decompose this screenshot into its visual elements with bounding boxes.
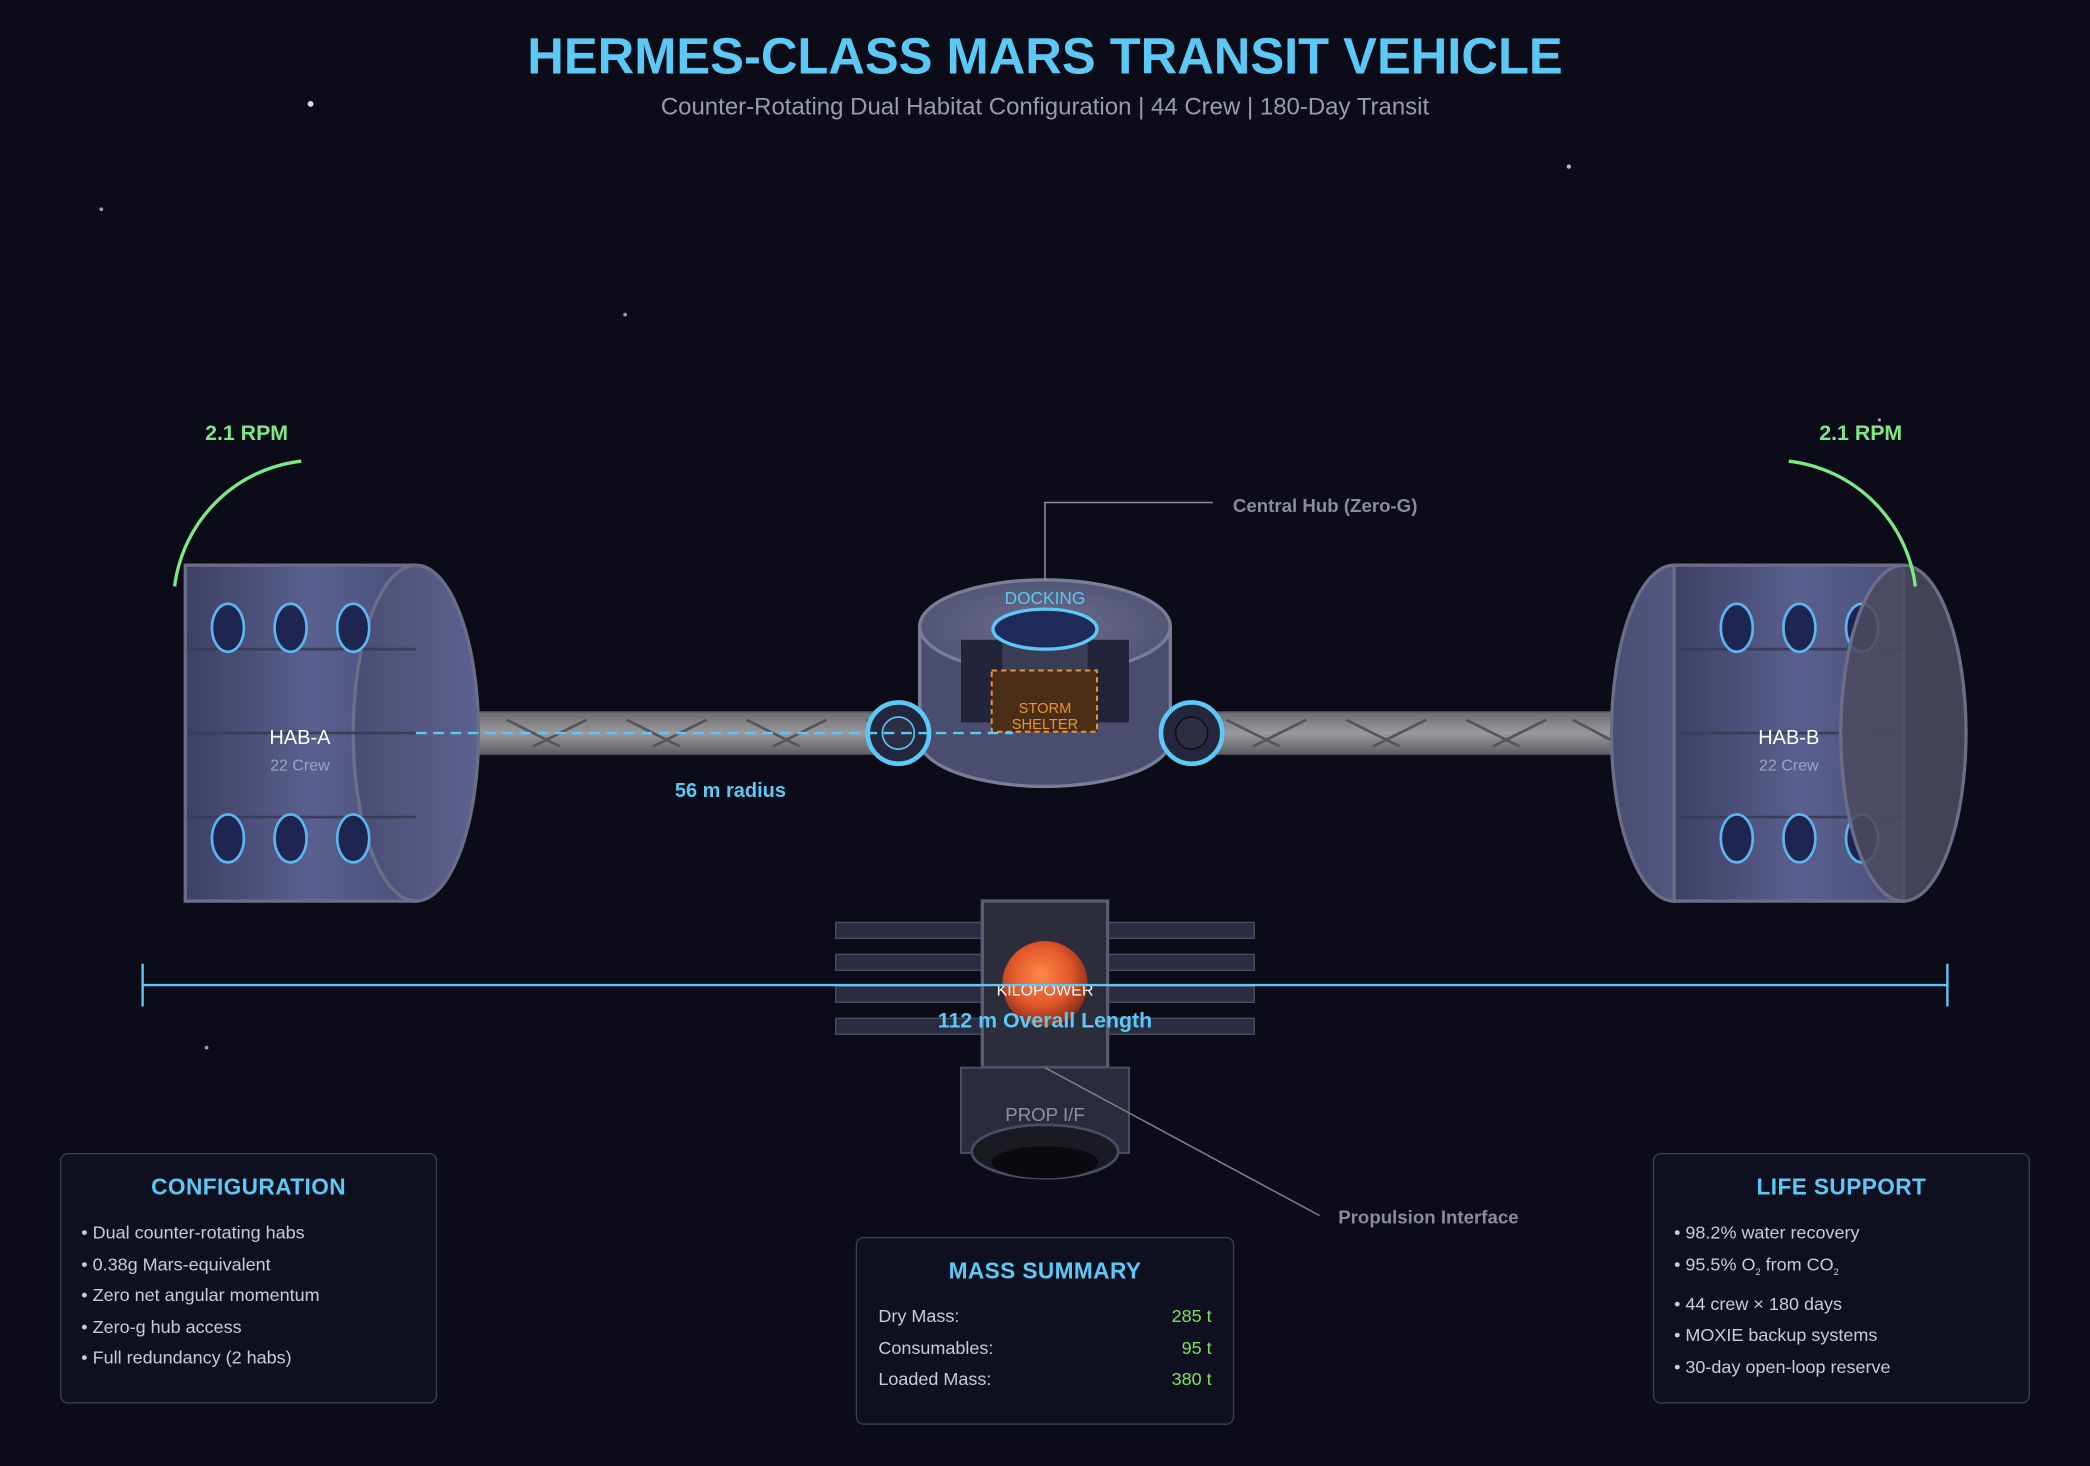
mass-row: Loaded Mass: 380 t bbox=[857, 1364, 1233, 1395]
life-support-item: • 98.2% water recovery bbox=[1674, 1222, 1860, 1243]
mass-row-value: 285 t bbox=[1171, 1306, 1212, 1327]
page-title: HERMES-CLASS MARS TRANSIT VEHICLE bbox=[527, 27, 1562, 84]
configuration-item: • Full redundancy (2 habs) bbox=[81, 1347, 292, 1368]
docking-label: DOCKING bbox=[1005, 588, 1086, 608]
life-support-title: LIFE SUPPORT bbox=[1756, 1174, 1927, 1200]
mass-summary-panel: MASS SUMMARY Dry Mass: 285 t Consumables… bbox=[855, 1236, 1235, 1425]
storm-shelter-label-1: STORM bbox=[1019, 701, 1072, 717]
configuration-panel: CONFIGURATION • Dual counter-rotating ha… bbox=[59, 1152, 438, 1404]
radius-label: 56 m radius bbox=[675, 780, 786, 802]
configuration-item: • Zero net angular momentum bbox=[81, 1284, 320, 1305]
rotation-arc-left bbox=[172, 459, 302, 587]
oxygen-text-1: • 95.5% O bbox=[1674, 1253, 1756, 1274]
rpm-label-left: 2.1 RPM bbox=[205, 421, 288, 445]
mass-row-value: 95 t bbox=[1181, 1337, 1212, 1358]
prop-callout-label: Propulsion Interface bbox=[1338, 1207, 1518, 1228]
mass-row-label: Consumables: bbox=[878, 1337, 994, 1358]
bearing-right bbox=[1158, 700, 1225, 767]
hab-b-crew: 22 Crew bbox=[1759, 757, 1819, 774]
radiator-panels bbox=[835, 921, 1255, 1035]
hab-b-module: HAB-B 22 Crew bbox=[1609, 563, 1968, 903]
mass-row-value: 380 t bbox=[1171, 1368, 1212, 1389]
rpm-label-right: 2.1 RPM bbox=[1819, 421, 1902, 445]
configuration-item: • Dual counter-rotating habs bbox=[81, 1222, 305, 1243]
propulsion-interface: PROP I/F bbox=[960, 1066, 1130, 1180]
life-support-item: • 44 crew × 180 days bbox=[1674, 1293, 1842, 1314]
life-support-list: • 98.2% water recovery • 95.5% O2 from C… bbox=[1654, 1217, 2029, 1383]
truss-right bbox=[1169, 711, 1618, 756]
co2-subscript: 2 bbox=[1833, 1267, 1839, 1278]
reactor-core bbox=[1002, 941, 1088, 1027]
rotation-arc-right bbox=[1788, 459, 1918, 587]
life-support-item-oxygen: • 95.5% O2 from CO2 bbox=[1674, 1248, 2029, 1288]
reactor-label: KILOPOWER bbox=[997, 983, 1094, 1000]
docking-port bbox=[991, 607, 1099, 651]
prop-callout-line bbox=[1044, 1066, 1320, 1217]
length-label: 112 m Overall Length bbox=[938, 1009, 1152, 1033]
life-support-item: • MOXIE backup systems bbox=[1674, 1325, 1878, 1346]
bearing-left bbox=[865, 700, 932, 767]
storm-shelter-label-2: SHELTER bbox=[1012, 717, 1079, 733]
configuration-list: • Dual counter-rotating habs • 0.38g Mar… bbox=[61, 1217, 436, 1374]
life-support-panel: LIFE SUPPORT • 98.2% water recovery • 95… bbox=[1652, 1152, 2031, 1404]
mass-row: Consumables: 95 t bbox=[857, 1332, 1233, 1363]
hub-callout-line bbox=[1044, 501, 1213, 582]
mass-row-label: Dry Mass: bbox=[878, 1306, 960, 1327]
mass-summary-table: Dry Mass: 285 t Consumables: 95 t Loaded… bbox=[857, 1301, 1233, 1395]
configuration-item: • 0.38g Mars-equivalent bbox=[81, 1253, 271, 1274]
hab-a-windows bbox=[210, 602, 371, 864]
star-field bbox=[99, 101, 1881, 1050]
length-dimension bbox=[141, 963, 1949, 1007]
storm-shelter bbox=[990, 669, 1098, 733]
oxygen-subscript: 2 bbox=[1755, 1267, 1761, 1278]
page-subtitle: Counter-Rotating Dual Habitat Configurat… bbox=[661, 94, 1430, 121]
central-hub: DOCKING STORM SHELTER bbox=[918, 578, 1172, 789]
configuration-item: • Zero-g hub access bbox=[81, 1316, 242, 1337]
hab-a-crew: 22 Crew bbox=[270, 757, 330, 774]
oxygen-text-2: from CO bbox=[1760, 1253, 1834, 1274]
hub-callout-label: Central Hub (Zero-G) bbox=[1233, 495, 1418, 516]
hab-a-label: HAB-A bbox=[269, 727, 331, 749]
configuration-title: CONFIGURATION bbox=[151, 1174, 347, 1200]
prop-label: PROP I/F bbox=[1005, 1104, 1084, 1125]
mass-row: Dry Mass: 285 t bbox=[857, 1301, 1233, 1332]
mass-row-label: Loaded Mass: bbox=[878, 1368, 992, 1389]
life-support-item: • 30-day open-loop reserve bbox=[1674, 1356, 1891, 1377]
hab-b-label: HAB-B bbox=[1758, 727, 1819, 749]
mass-summary-title: MASS SUMMARY bbox=[948, 1258, 1142, 1284]
